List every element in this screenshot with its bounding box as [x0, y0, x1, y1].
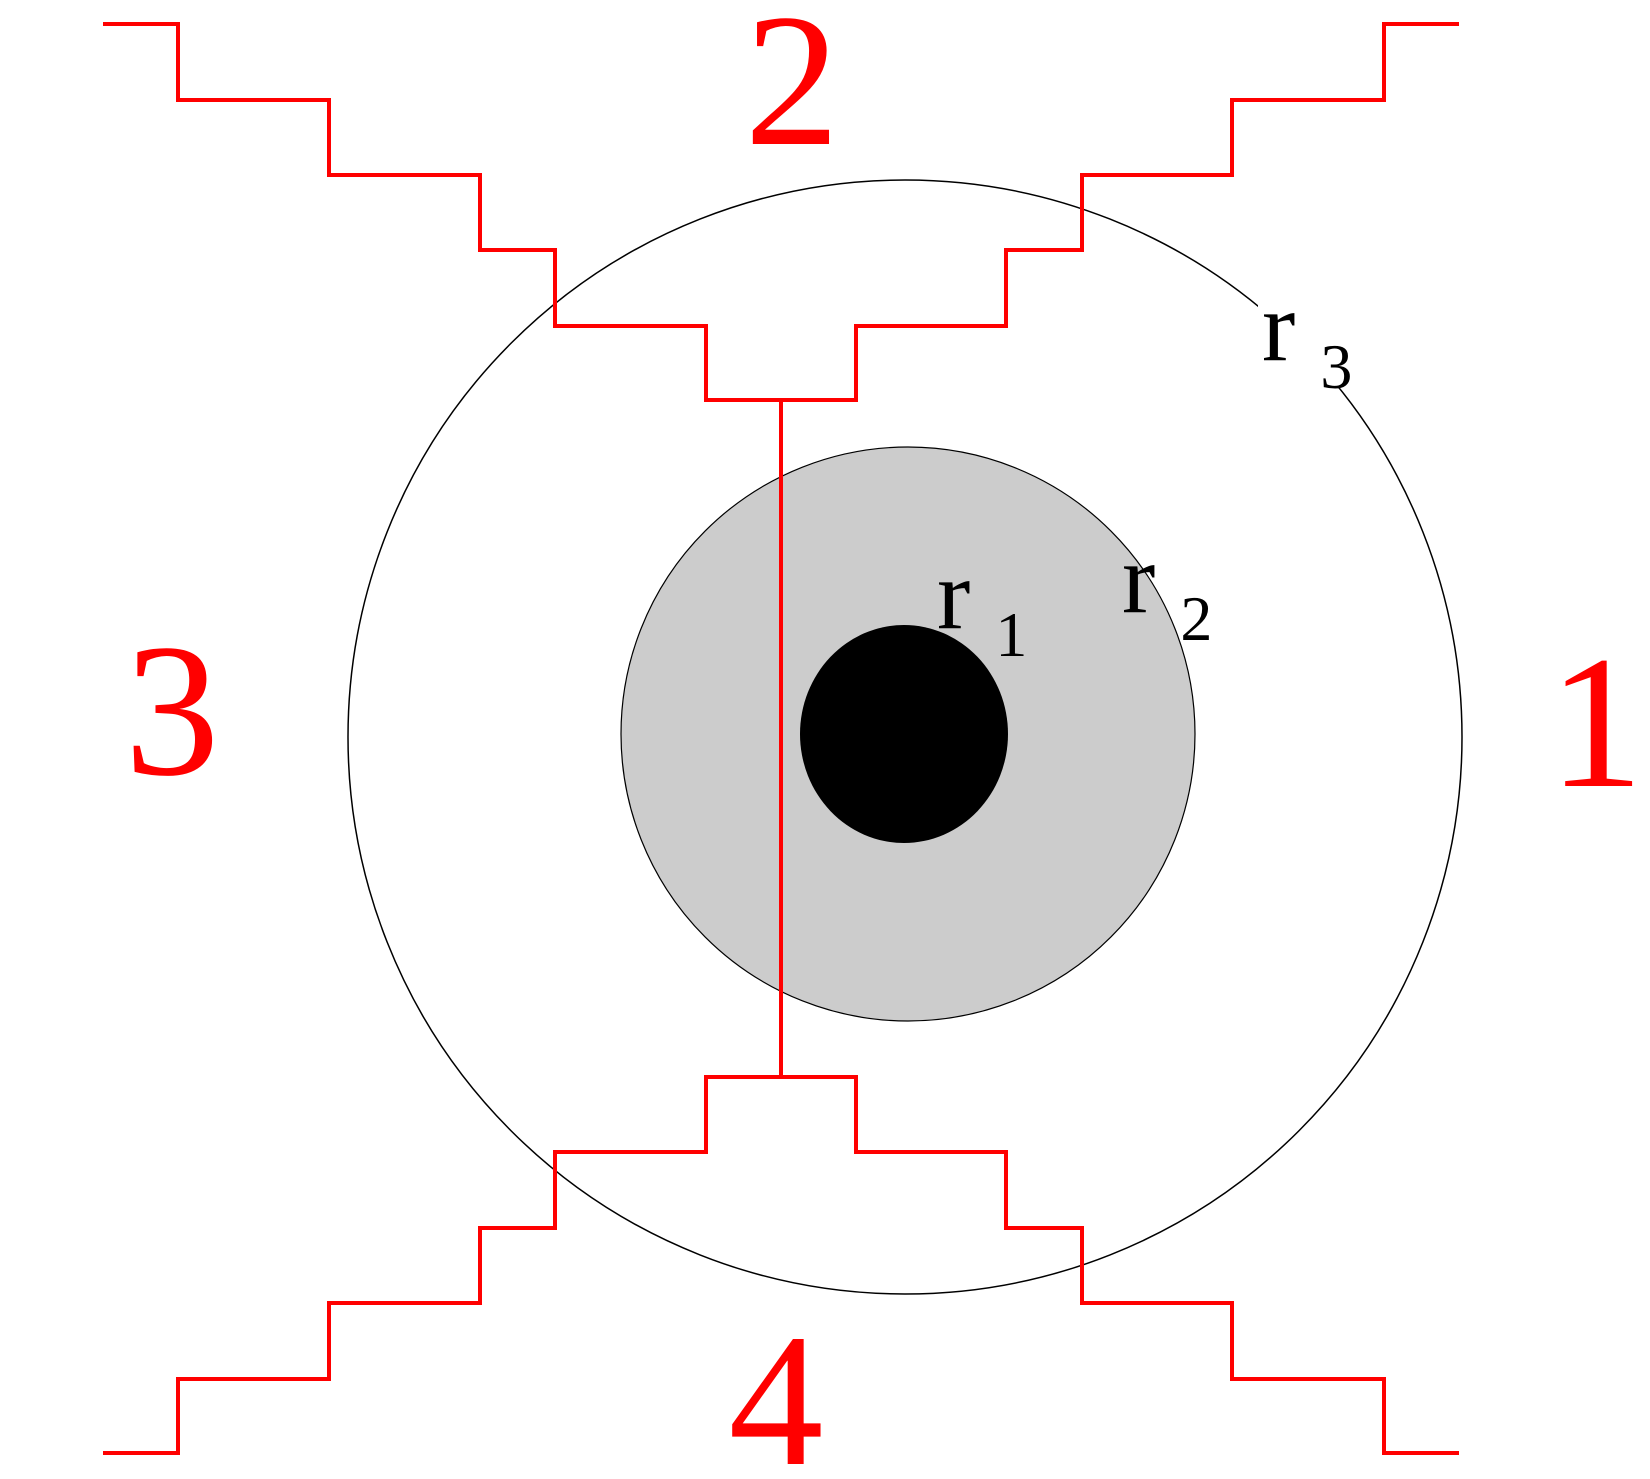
r3-label-backdrop	[1258, 296, 1338, 392]
r1-symbol: r	[937, 539, 970, 650]
inner-core-r1	[800, 625, 1008, 843]
r2-subscript: 2	[1180, 583, 1212, 654]
radius-label-r3: r 3	[1262, 271, 1352, 402]
r3-symbol: r	[1262, 271, 1295, 382]
staircase-bottom-left	[103, 1075, 781, 1455]
r3-subscript: 3	[1320, 331, 1352, 402]
staircase-top-left	[103, 22, 781, 402]
r2-symbol: r	[1122, 523, 1155, 634]
staircase-top-right	[781, 22, 1459, 402]
radius-label-r1: r 1	[937, 539, 1027, 670]
r1-subscript: 1	[995, 599, 1027, 670]
boundary-lines	[103, 22, 1459, 1455]
radius-label-r2: r 2	[1122, 523, 1212, 654]
region-label-1: 1	[1549, 618, 1644, 828]
region-label-3: 3	[125, 606, 220, 816]
region-label-4: 4	[729, 1296, 824, 1479]
region-label-2: 2	[745, 0, 840, 186]
staircase-bottom-right	[781, 1075, 1459, 1455]
